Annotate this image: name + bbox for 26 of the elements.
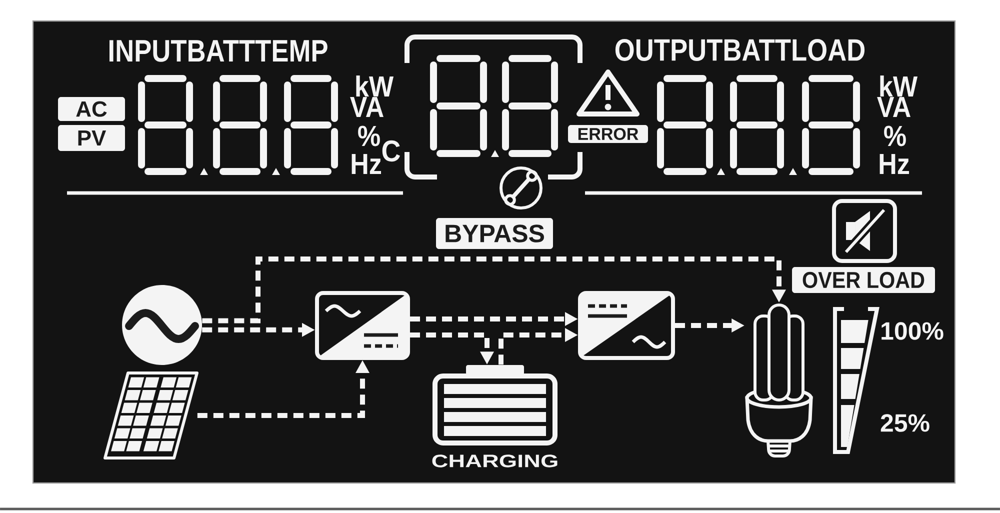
node-label: CHARGING — [432, 454, 558, 468]
unit-label: kW — [356, 75, 394, 96]
scale-label: 25% — [880, 414, 930, 432]
indicator-box: BYPASS — [436, 218, 553, 249]
unit-label: % — [884, 126, 906, 146]
unit-label: kW — [880, 75, 918, 96]
indicator-box: PV — [58, 125, 125, 151]
inverter-box — [578, 291, 675, 360]
converter-box — [315, 291, 410, 360]
unit-label: C — [382, 140, 400, 162]
indicator-box: OVER LOAD — [792, 267, 935, 293]
heading-text: INPUTBATTTEMP — [110, 40, 328, 62]
unit-label: Hz — [880, 154, 909, 174]
heading-text: OUTPUTBATTLOAD — [615, 39, 865, 61]
unit-label: Hz — [352, 154, 381, 174]
ac-source-symbol — [122, 285, 202, 365]
indicator-box: AC — [58, 97, 125, 121]
light-bulb — [745, 304, 813, 458]
solar-panel — [104, 372, 198, 460]
battery — [432, 365, 558, 446]
unit-label: VA — [350, 97, 384, 117]
unit-label: % — [358, 126, 380, 146]
scale-label: 100% — [882, 322, 944, 340]
unit-label: VA — [877, 97, 910, 117]
indicator-box: ERROR — [568, 125, 648, 143]
arrow — [202, 256, 786, 324]
